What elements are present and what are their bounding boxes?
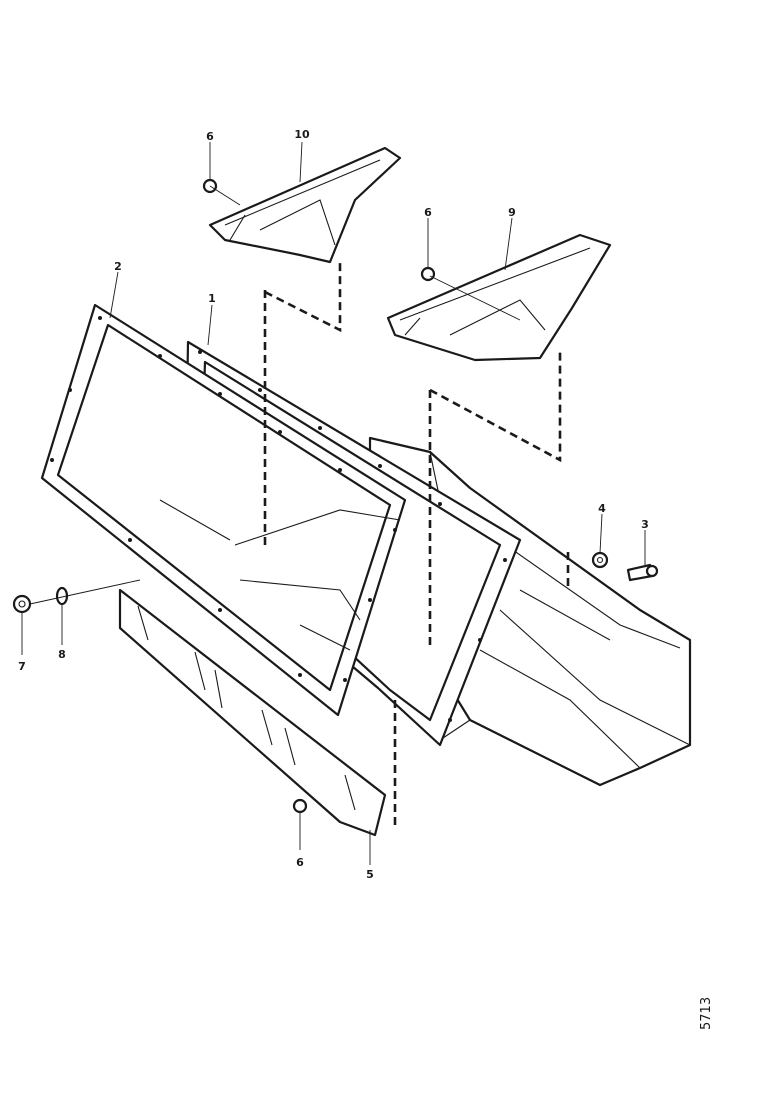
callout-4: 4 <box>598 502 606 515</box>
callout-1: 1 <box>208 292 216 305</box>
leader-lines <box>21 141 646 865</box>
callout-9: 9 <box>508 206 516 219</box>
callout-3: 3 <box>641 518 649 531</box>
callout-labels: 1 2 3 4 5 6 6 6 7 8 9 10 <box>18 128 649 881</box>
callout-6-right: 6 <box>424 206 432 219</box>
callout-7: 7 <box>18 660 26 673</box>
callout-6-top: 6 <box>206 130 214 143</box>
bracket-part-10 <box>208 146 402 264</box>
callout-2: 2 <box>114 260 122 273</box>
bolt-part-3 <box>626 563 659 582</box>
callout-8: 8 <box>58 648 66 661</box>
frame-part-2 <box>40 303 407 717</box>
washer-part-4 <box>591 551 609 569</box>
callout-10: 10 <box>294 128 310 141</box>
sump-floor-detail <box>159 499 401 651</box>
callout-5: 5 <box>366 868 374 881</box>
screw-part-6-right <box>420 266 436 282</box>
screw-part-6-bottom <box>292 798 308 814</box>
assembly-lines <box>263 262 570 828</box>
nut-part-7 <box>12 594 32 614</box>
sheet-number: 5713 <box>699 997 714 1030</box>
callout-6-bottom: 6 <box>296 856 304 869</box>
bracket-part-9 <box>386 233 612 362</box>
side-plate-part-5 <box>118 588 387 837</box>
